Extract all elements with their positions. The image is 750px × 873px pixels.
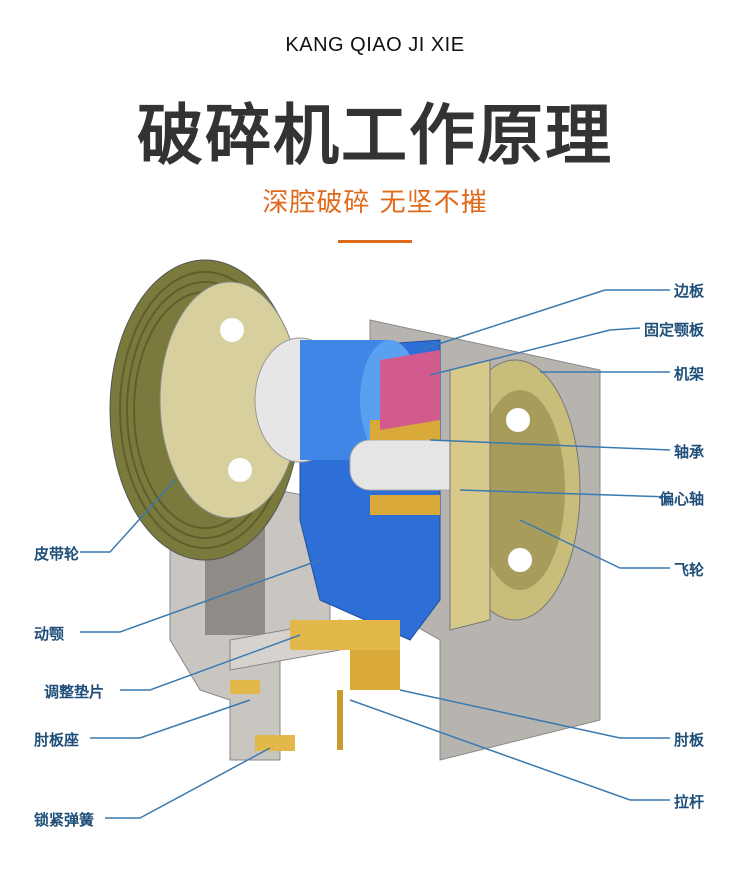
label-shim: 调整垫片	[44, 683, 105, 701]
brand-text: KANG QIAO JI XIE	[285, 34, 465, 56]
label-belt-pulley: 皮带轮	[34, 545, 80, 563]
divider	[338, 240, 412, 243]
label-movable-jaw: 动颚	[34, 625, 65, 643]
subtitle: 深腔破碎 无坚不摧	[262, 188, 488, 218]
label-fixed-jaw-plate: 固定颚板	[644, 321, 705, 339]
label-bearing: 轴承	[674, 443, 705, 461]
label-lock-spring: 锁紧弹簧	[34, 811, 95, 829]
label-flywheel: 飞轮	[674, 561, 705, 579]
label-tie-rod: 拉杆	[674, 793, 705, 811]
label-toggle-plate: 肘板	[674, 731, 705, 749]
label-side-plate: 边板	[674, 282, 705, 300]
label-frame: 机架	[674, 365, 705, 383]
label-eccentric-shaft: 偏心轴	[659, 490, 705, 508]
label-toggle-seat: 肘板座	[34, 731, 80, 749]
page-title: 破碎机工作原理	[137, 97, 613, 174]
